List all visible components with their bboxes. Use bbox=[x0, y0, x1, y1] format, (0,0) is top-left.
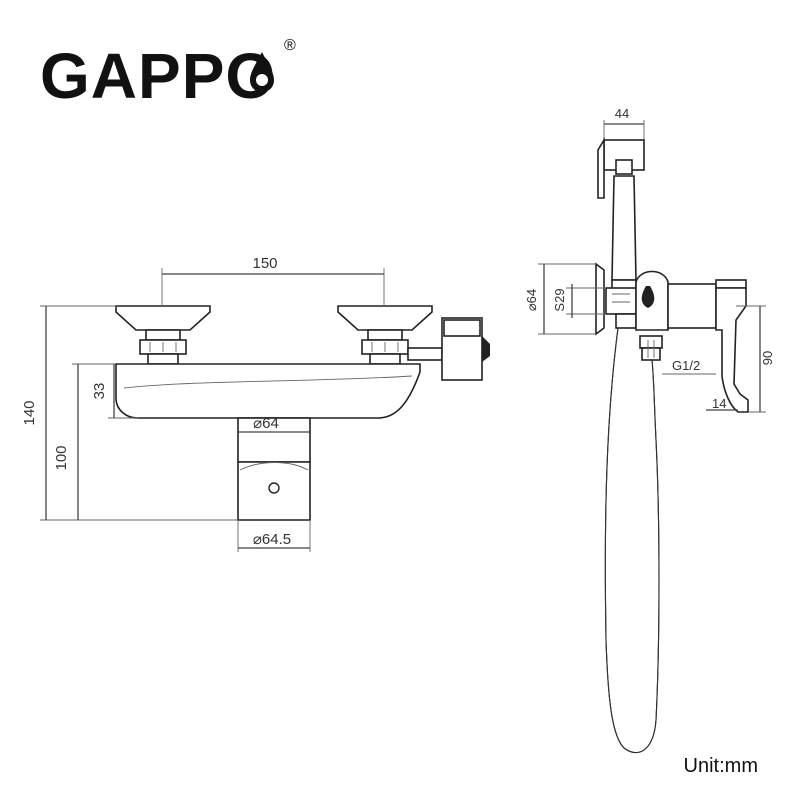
dim-height-100: 100 bbox=[53, 363, 116, 520]
dim-flange-64: ⌀64 bbox=[524, 263, 596, 335]
dim-flange-d64-label: ⌀64 bbox=[524, 289, 539, 311]
outlet-column bbox=[237, 417, 311, 463]
side-body bbox=[635, 270, 749, 413]
spray-holder bbox=[597, 137, 645, 199]
diverter-pipe bbox=[407, 347, 443, 361]
dim-140-label: 140 bbox=[21, 400, 38, 425]
dim-d64-label: ⌀64 bbox=[253, 415, 279, 432]
dim-height-33: 33 bbox=[91, 364, 138, 419]
outlet-hole bbox=[268, 482, 280, 494]
left-handle bbox=[115, 305, 211, 365]
dim-diameter-64-5: ⌀64.5 bbox=[237, 520, 311, 552]
dim-thread-g12: G1/2 bbox=[662, 358, 716, 375]
side-view: 44 bbox=[524, 106, 775, 754]
right-handle bbox=[337, 305, 433, 365]
dim-diameter-64: ⌀64 bbox=[238, 415, 310, 433]
dim-14-label: 14 bbox=[712, 396, 726, 411]
dim-spout-90: 90 bbox=[736, 305, 775, 413]
shower-hose bbox=[604, 327, 660, 754]
dim-150-label: 150 bbox=[252, 255, 277, 272]
front-view: 150 140 100 33 ⌀64 bbox=[21, 255, 490, 552]
dim-90-label: 90 bbox=[760, 351, 775, 365]
dim-44-label: 44 bbox=[615, 106, 629, 121]
water-drop-icon bbox=[250, 52, 274, 92]
wall-flange bbox=[595, 262, 605, 336]
dim-g12-label: G1/2 bbox=[672, 358, 700, 373]
dim-nut-s29: S29 bbox=[552, 284, 606, 318]
dim-100-label: 100 bbox=[53, 445, 70, 470]
side-connector bbox=[639, 335, 663, 361]
dim-height-140: 140 bbox=[21, 305, 238, 521]
brand-name: GAPPO bbox=[40, 40, 276, 112]
hand-spray bbox=[605, 175, 637, 329]
dim-holder-44: 44 bbox=[603, 106, 645, 140]
brand-logo: GAPPO ® bbox=[40, 37, 296, 112]
drop-highlight-icon bbox=[256, 74, 268, 86]
dim-s29-label: S29 bbox=[552, 288, 567, 311]
dim-width-150: 150 bbox=[161, 255, 385, 306]
dim-spout-14: 14 bbox=[706, 396, 738, 411]
mixer-body bbox=[115, 363, 421, 419]
dim-33-label: 33 bbox=[91, 383, 108, 400]
registered-mark: ® bbox=[284, 37, 296, 54]
dim-d64-5-label: ⌀64.5 bbox=[253, 531, 291, 548]
diverter-knob bbox=[441, 317, 490, 381]
unit-label: Unit:mm bbox=[684, 755, 758, 777]
